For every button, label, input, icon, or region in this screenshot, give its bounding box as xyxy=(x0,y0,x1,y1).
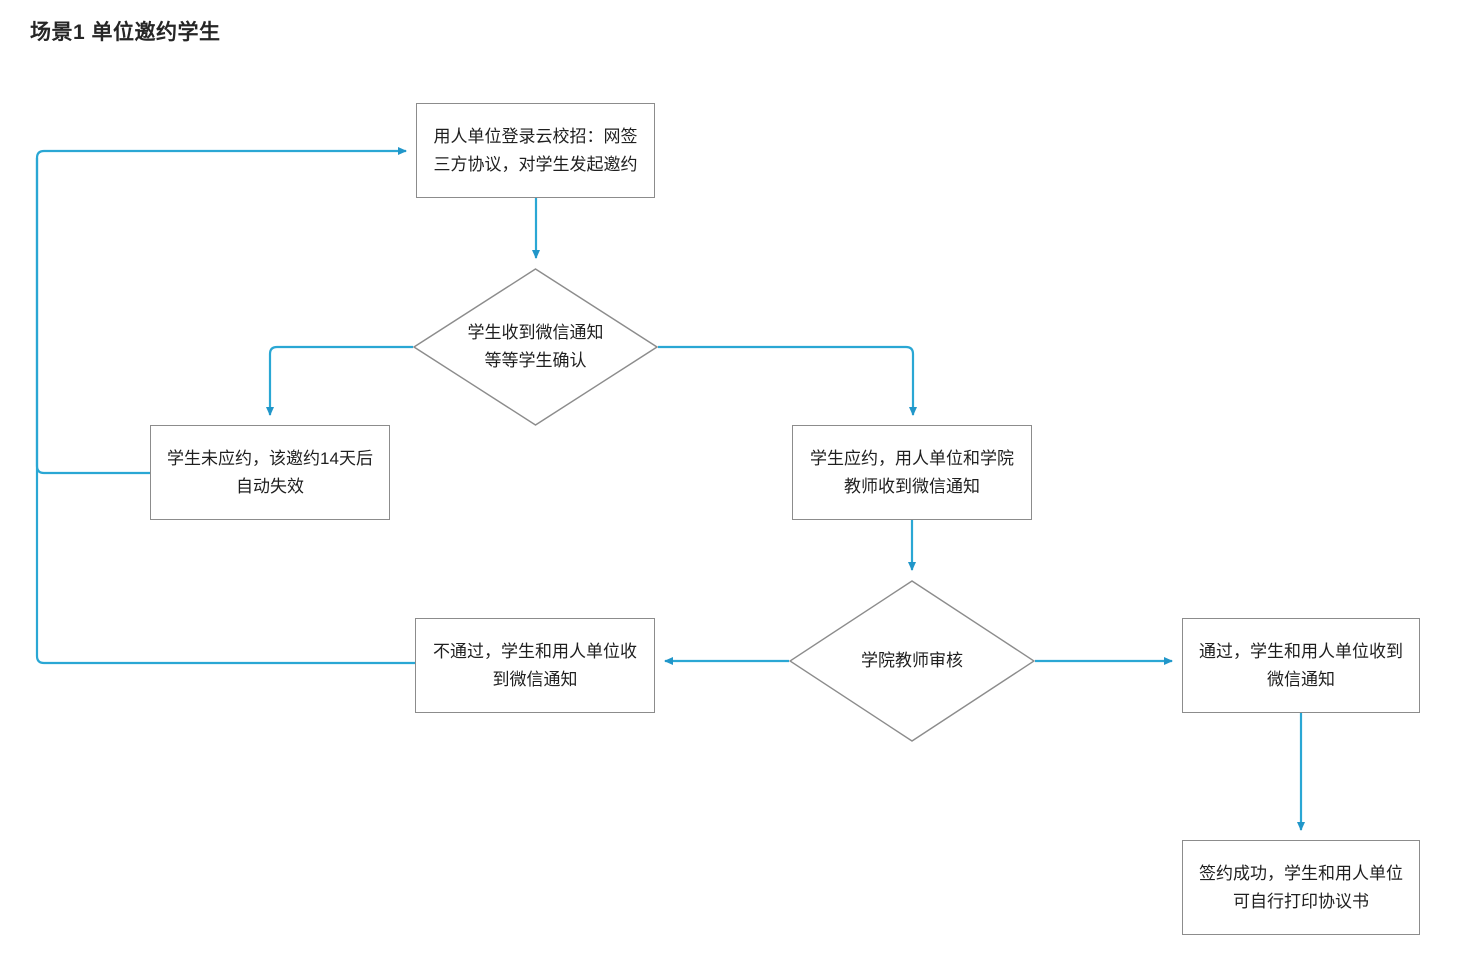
node-start-label: 用人单位登录云校招：网签 三方协议，对学生发起邀约 xyxy=(433,126,638,174)
node-approved[interactable]: 通过，学生和用人单位收到 微信通知 xyxy=(1182,618,1420,713)
node-no-response[interactable]: 学生未应约，该邀约14天后 自动失效 xyxy=(150,425,390,520)
node-decision-teacher-review[interactable]: 学院教师审核 xyxy=(789,580,1035,742)
node-decision-teacher-review-label: 学院教师审核 xyxy=(861,651,963,670)
node-rejected[interactable]: 不通过，学生和用人单位收 到微信通知 xyxy=(415,618,655,713)
node-decision-student-confirm-label: 学生收到微信通知 等等学生确认 xyxy=(467,323,604,370)
node-accepted-label: 学生应约，用人单位和学院 教师收到微信通知 xyxy=(810,448,1014,496)
edge-decision1-to-no-response xyxy=(266,345,413,416)
node-accepted[interactable]: 学生应约，用人单位和学院 教师收到微信通知 xyxy=(792,425,1032,520)
page-title: 场景1 单位邀约学生 xyxy=(30,21,221,44)
node-start[interactable]: 用人单位登录云校招：网签 三方协议，对学生发起邀约 xyxy=(416,103,655,198)
node-approved-label: 通过，学生和用人单位收到 微信通知 xyxy=(1199,641,1403,689)
node-no-response-label: 学生未应约，该邀约14天后 自动失效 xyxy=(167,448,373,496)
edge-rejected-to-start xyxy=(35,158,415,665)
node-signed[interactable]: 签约成功，学生和用人单位 可自行打印协议书 xyxy=(1182,840,1420,935)
diamond-shape xyxy=(413,268,658,426)
diamond-shape xyxy=(789,580,1035,742)
node-signed-label: 签约成功，学生和用人单位 可自行打印协议书 xyxy=(1199,863,1403,911)
edge-decision1-to-accepted xyxy=(658,345,917,416)
node-rejected-label: 不通过，学生和用人单位收 到微信通知 xyxy=(433,641,637,689)
node-decision-student-confirm[interactable]: 学生收到微信通知 等等学生确认 xyxy=(413,268,658,426)
